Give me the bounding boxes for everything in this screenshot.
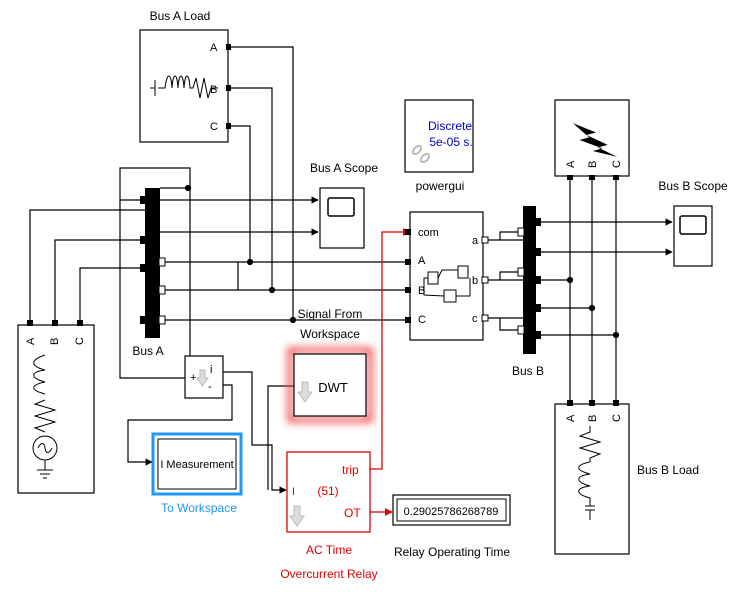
bus-b-scope-label: Bus B Scope xyxy=(658,179,728,193)
signal-from-ws-label-2: Workspace xyxy=(300,327,360,341)
breaker-port-c-in: C xyxy=(418,314,426,326)
imeas-port-i: i xyxy=(210,364,212,376)
to-workspace-label: To Workspace xyxy=(161,501,237,515)
powergui-line2: 5e-05 s. xyxy=(429,135,472,149)
scope-screen-icon xyxy=(679,215,707,235)
breaker-port-a-out: a xyxy=(472,235,479,247)
to-workspace-block[interactable]: I Measurement To Workspace xyxy=(151,432,243,515)
wire-trip-com[interactable] xyxy=(370,228,411,470)
current-measurement-block[interactable]: + i - xyxy=(184,355,224,399)
wire-source-a[interactable] xyxy=(29,209,145,323)
breaker-port-a-in: A xyxy=(418,255,426,267)
bus-b-bar[interactable]: Bus B xyxy=(512,206,544,378)
bus-b-label: Bus B xyxy=(512,364,544,378)
scope-screen-icon xyxy=(327,197,355,217)
display-label: Relay Operating Time xyxy=(394,545,510,559)
to-workspace-text: I Measurement xyxy=(160,459,233,471)
wire-dwt-relay[interactable] xyxy=(267,385,294,490)
breaker-port-b-out: b xyxy=(472,275,478,287)
relay-signals xyxy=(370,228,411,516)
fault-port-c: C xyxy=(611,160,623,168)
breaker-switch-icon xyxy=(423,265,471,303)
wire-loadA-c[interactable] xyxy=(230,125,251,262)
wire-source-c[interactable] xyxy=(79,267,145,323)
source-port-c: C xyxy=(74,337,86,345)
relay-number: (51) xyxy=(317,484,338,498)
bus-a-scope-label: Bus A Scope xyxy=(310,161,378,175)
wire-busA-meas[interactable] xyxy=(119,200,185,379)
bus-a-bar[interactable]: Bus A xyxy=(132,188,166,358)
powergui-line1: Discrete xyxy=(428,119,472,133)
loadb-port-c: C xyxy=(611,414,623,422)
signal-lines xyxy=(29,46,673,494)
signal-from-workspace-block[interactable]: Signal From Workspace DWT xyxy=(287,307,373,423)
port-label-a: A xyxy=(210,42,218,54)
relay-operating-time-display[interactable]: 0.29025786268789 Relay Operating Time xyxy=(392,494,511,559)
fault-port-a: A xyxy=(565,160,577,168)
lightning-bolt-icon xyxy=(572,123,618,157)
arrow-down-icon xyxy=(289,505,305,527)
arrow-down-icon xyxy=(196,369,209,387)
bus-a-label: Bus A xyxy=(132,344,163,358)
bus-b-scope-block[interactable]: Bus B Scope xyxy=(658,179,728,267)
bus-a-load-label: Bus A Load xyxy=(150,9,211,23)
powergui-chain-icon xyxy=(411,144,431,164)
relay-label-2: Overcurrent Relay xyxy=(280,567,377,581)
arrow-down-icon xyxy=(297,381,313,403)
fault-block[interactable]: A B C xyxy=(554,99,630,180)
powergui-label: powergui xyxy=(416,179,465,193)
rlc-load-icon xyxy=(578,426,602,520)
wire-busA-loop[interactable] xyxy=(119,167,215,361)
loadb-port-b: B xyxy=(587,415,599,422)
bus-b-load-block[interactable]: A B C xyxy=(554,400,630,555)
loadb-port-a: A xyxy=(565,414,577,422)
breaker-port-b-in: B xyxy=(418,285,425,297)
wire-meas-relay[interactable] xyxy=(222,371,287,494)
source-port-b: B xyxy=(49,338,61,345)
breaker-port-c-out: c xyxy=(472,313,478,325)
relay-port-i: I xyxy=(292,486,295,498)
overcurrent-relay-block[interactable]: I (51) trip OT AC Time Overcurrent Relay xyxy=(280,451,378,581)
source-port-a: A xyxy=(25,337,37,345)
bus-b-load-label: Bus B Load xyxy=(637,463,699,477)
imeas-port-plus: + xyxy=(190,372,196,384)
ac-source-icon xyxy=(32,354,58,479)
wire-meas-toworkspace[interactable] xyxy=(127,384,233,466)
port-label-b: B xyxy=(210,84,217,96)
three-phase-breaker-block[interactable]: com A B C a b c xyxy=(405,211,489,341)
relay-port-trip: trip xyxy=(342,463,359,477)
breaker-port-com: com xyxy=(418,227,439,239)
port-label-c: C xyxy=(210,121,218,133)
relay-label-1: AC Time xyxy=(306,543,352,557)
three-phase-source-block[interactable]: A B C xyxy=(17,320,95,494)
fault-port-b: B xyxy=(587,161,599,168)
display-value: 0.29025786268789 xyxy=(404,506,499,518)
imeas-port-minus: - xyxy=(208,381,212,393)
signal-from-ws-label-1: Signal From xyxy=(298,307,363,321)
wire-loadA-b[interactable] xyxy=(230,87,273,290)
wire-source-b[interactable] xyxy=(54,239,145,323)
signal-from-ws-text: DWT xyxy=(318,380,348,395)
powergui-block[interactable]: Discrete 5e-05 s. powergui xyxy=(404,99,474,193)
bus-a-scope-block[interactable]: Bus A Scope xyxy=(310,161,378,249)
relay-port-ot: OT xyxy=(344,506,361,520)
wire-loadA-a[interactable] xyxy=(230,46,294,320)
bus-a-load-block[interactable]: Bus A Load A B C xyxy=(139,9,231,143)
rlc-load-icon xyxy=(150,75,218,99)
